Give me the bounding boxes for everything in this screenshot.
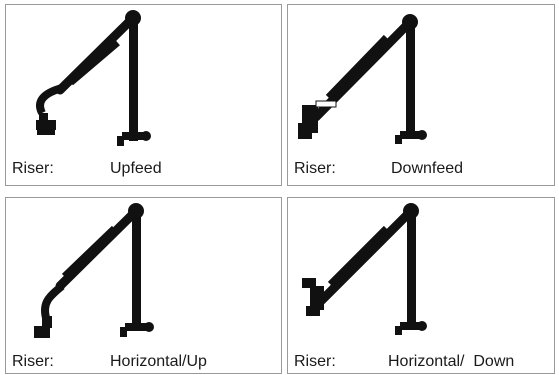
loading-arm-horizontal-down-illustration <box>302 203 427 335</box>
loading-arm-downfeed-illustration <box>298 14 427 144</box>
riser-type-downfeed: Downfeed <box>391 160 464 177</box>
riser-label: Riser: <box>294 160 336 177</box>
riser-label: Riser: <box>294 353 336 370</box>
riser-type-upfeed: Upfeed <box>110 160 162 177</box>
diagram-panel-downfeed: Riser: Downfeed <box>287 4 555 186</box>
diagram-panel-horizontal-down: Riser: Horizontal/ Down <box>287 197 555 374</box>
diagram-panel-upfeed: Riser: Upfeed <box>5 4 282 186</box>
loading-arm-upfeed-illustration <box>36 10 151 146</box>
riser-label: Riser: <box>12 160 54 177</box>
loading-arm-horizontal-up-illustration <box>34 203 154 338</box>
riser-type-horizontal-up: Horizontal/Up <box>110 353 207 370</box>
riser-label: Riser: <box>12 353 54 370</box>
riser-type-horizontal-down: Horizontal/ Down <box>388 353 515 370</box>
diagram-panel-horizontal-up: Riser: Horizontal/Up <box>5 197 282 374</box>
